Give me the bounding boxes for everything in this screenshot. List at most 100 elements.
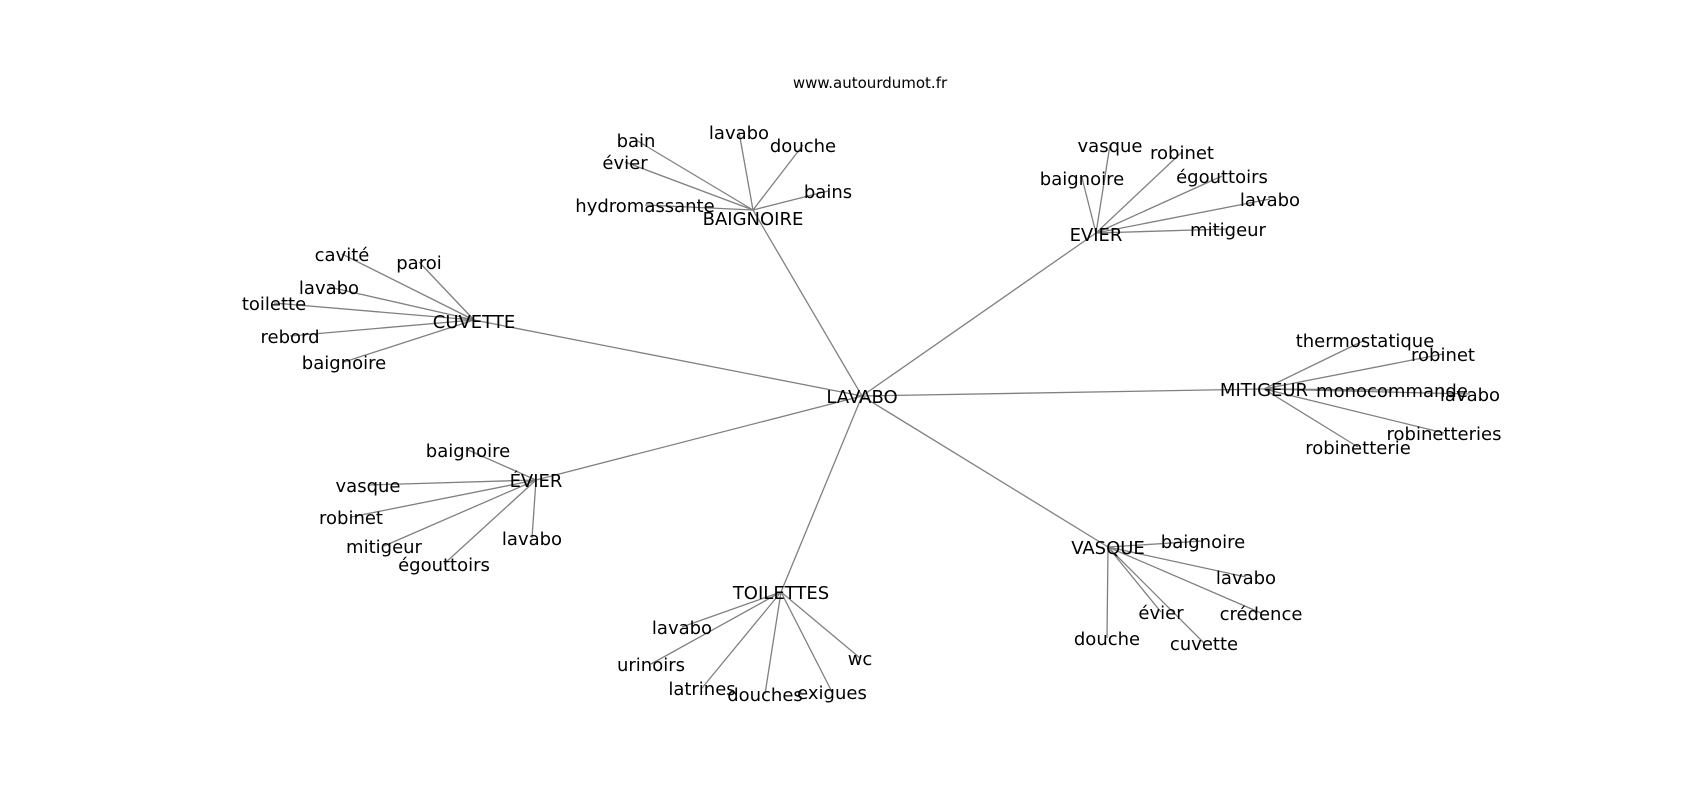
group-label: ÉVIER bbox=[510, 470, 563, 492]
leaf-label: évier bbox=[1138, 603, 1184, 624]
leaf-label: bains bbox=[804, 182, 852, 203]
center-edge bbox=[861, 395, 1109, 548]
leaf-label: baignoire bbox=[426, 441, 510, 462]
leaf-label: robinet bbox=[1411, 345, 1475, 366]
leaf-edge bbox=[752, 190, 829, 211]
leaf-label: toilette bbox=[242, 294, 306, 315]
leaf-label: paroi bbox=[396, 253, 441, 274]
leaf-label: robinet bbox=[1150, 143, 1214, 164]
center-label: LAVABO bbox=[826, 387, 897, 408]
leaf-label: mitigeur bbox=[346, 537, 423, 558]
center-edge bbox=[861, 388, 1265, 397]
group-label: CUVETTE bbox=[433, 312, 515, 333]
leaf-edge bbox=[443, 479, 537, 565]
leaf-edge bbox=[383, 479, 537, 547]
leaf-label: égouttoirs bbox=[1176, 167, 1268, 188]
leaf-label: douche bbox=[770, 136, 836, 157]
leaf-edge bbox=[780, 591, 861, 659]
leaf-edge bbox=[1107, 546, 1262, 614]
leaf-edge bbox=[701, 591, 782, 689]
leaf-label: urinoirs bbox=[617, 655, 685, 676]
leaf-edge bbox=[752, 144, 804, 211]
leaf-edge bbox=[289, 319, 475, 337]
leaf-edge bbox=[1081, 177, 1097, 234]
group-label: VASQUE bbox=[1071, 538, 1145, 559]
leaf-edge bbox=[764, 591, 782, 695]
leaf-edge bbox=[635, 139, 754, 211]
leaf-label: baignoire bbox=[1040, 169, 1124, 190]
leaf-edge bbox=[624, 161, 754, 211]
leaf-label: robinet bbox=[319, 508, 383, 529]
center-edge bbox=[473, 319, 863, 397]
leaf-edge bbox=[780, 591, 833, 693]
leaf-label: égouttoirs bbox=[398, 555, 490, 576]
leaf-edge bbox=[650, 591, 782, 665]
leaf-label: cavité bbox=[315, 245, 370, 266]
center-edge bbox=[780, 395, 863, 593]
leaf-edge bbox=[1106, 546, 1109, 639]
leaf-edge bbox=[1095, 198, 1271, 234]
leaf-label: wc bbox=[848, 649, 873, 670]
leaf-label: lavabo bbox=[652, 618, 712, 639]
leaf-label: hydromassante bbox=[575, 196, 714, 217]
leaf-edge bbox=[1095, 144, 1111, 234]
leaf-label: latrines bbox=[668, 679, 735, 700]
center-edge bbox=[535, 395, 863, 481]
leaf-label: lavabo bbox=[1240, 190, 1300, 211]
leaf-label: robinetteries bbox=[1387, 424, 1502, 445]
leaf-label: lavabo bbox=[299, 278, 359, 299]
leaf-label: monocommande bbox=[1316, 381, 1468, 402]
leaf-label: douche bbox=[1074, 629, 1140, 650]
leaf-label: lavabo bbox=[1440, 385, 1500, 406]
leaf-edge bbox=[1107, 546, 1247, 578]
leaf-label: mitigeur bbox=[1190, 220, 1267, 241]
leaf-label: lavabo bbox=[502, 529, 562, 550]
leaf-edge bbox=[343, 319, 475, 363]
leaf-edge bbox=[1263, 388, 1359, 448]
leaf-label: baignoire bbox=[1161, 532, 1245, 553]
leaf-label: robinetterie bbox=[1305, 438, 1411, 459]
leaf-label: baignoire bbox=[302, 353, 386, 374]
leaf-edge bbox=[467, 449, 537, 481]
graph-edges bbox=[273, 131, 1471, 695]
leaf-label: thermostatique bbox=[1296, 331, 1435, 352]
leaf-edge bbox=[1095, 228, 1229, 234]
leaf-edge bbox=[1095, 175, 1223, 234]
leaf-label: cuvette bbox=[1170, 634, 1238, 655]
group-label: TOILETTES bbox=[732, 583, 829, 604]
site-watermark: www.autourdumot.fr bbox=[793, 74, 948, 92]
leaf-edge bbox=[328, 286, 475, 321]
leaf-label: lavabo bbox=[1216, 568, 1276, 589]
leaf-edge bbox=[1263, 339, 1366, 390]
center-edge bbox=[752, 209, 863, 397]
leaf-edge bbox=[1107, 546, 1205, 644]
leaf-label: vasque bbox=[1078, 136, 1143, 157]
group-label: BAIGNOIRE bbox=[703, 209, 804, 230]
leaf-edge bbox=[738, 131, 754, 211]
leaf-edge bbox=[1107, 546, 1162, 613]
leaf-edge bbox=[1263, 353, 1444, 390]
group-label: EVIER bbox=[1070, 225, 1123, 246]
leaf-label: exigues bbox=[797, 683, 867, 704]
leaf-edge bbox=[1095, 151, 1183, 234]
leaf-label: vasque bbox=[336, 476, 401, 497]
leaf-edge bbox=[1107, 540, 1204, 548]
leaf-label: douches bbox=[727, 685, 803, 706]
leaf-edge bbox=[341, 253, 475, 321]
leaf-edge bbox=[531, 479, 537, 539]
leaf-edge bbox=[644, 204, 754, 211]
leaf-edge bbox=[1263, 388, 1445, 434]
leaf-label: crédence bbox=[1220, 604, 1303, 625]
leaf-label: rebord bbox=[260, 327, 319, 348]
leaf-edge bbox=[418, 261, 475, 321]
leaf-label: évier bbox=[602, 153, 648, 174]
leaf-edge bbox=[273, 302, 475, 321]
group-label: MITIGEUR bbox=[1220, 380, 1308, 401]
center-edge bbox=[861, 232, 1097, 397]
leaf-edge bbox=[367, 479, 537, 486]
leaf-label: lavabo bbox=[709, 123, 769, 144]
leaf-label: bain bbox=[617, 131, 656, 152]
leaf-edge bbox=[350, 479, 537, 518]
